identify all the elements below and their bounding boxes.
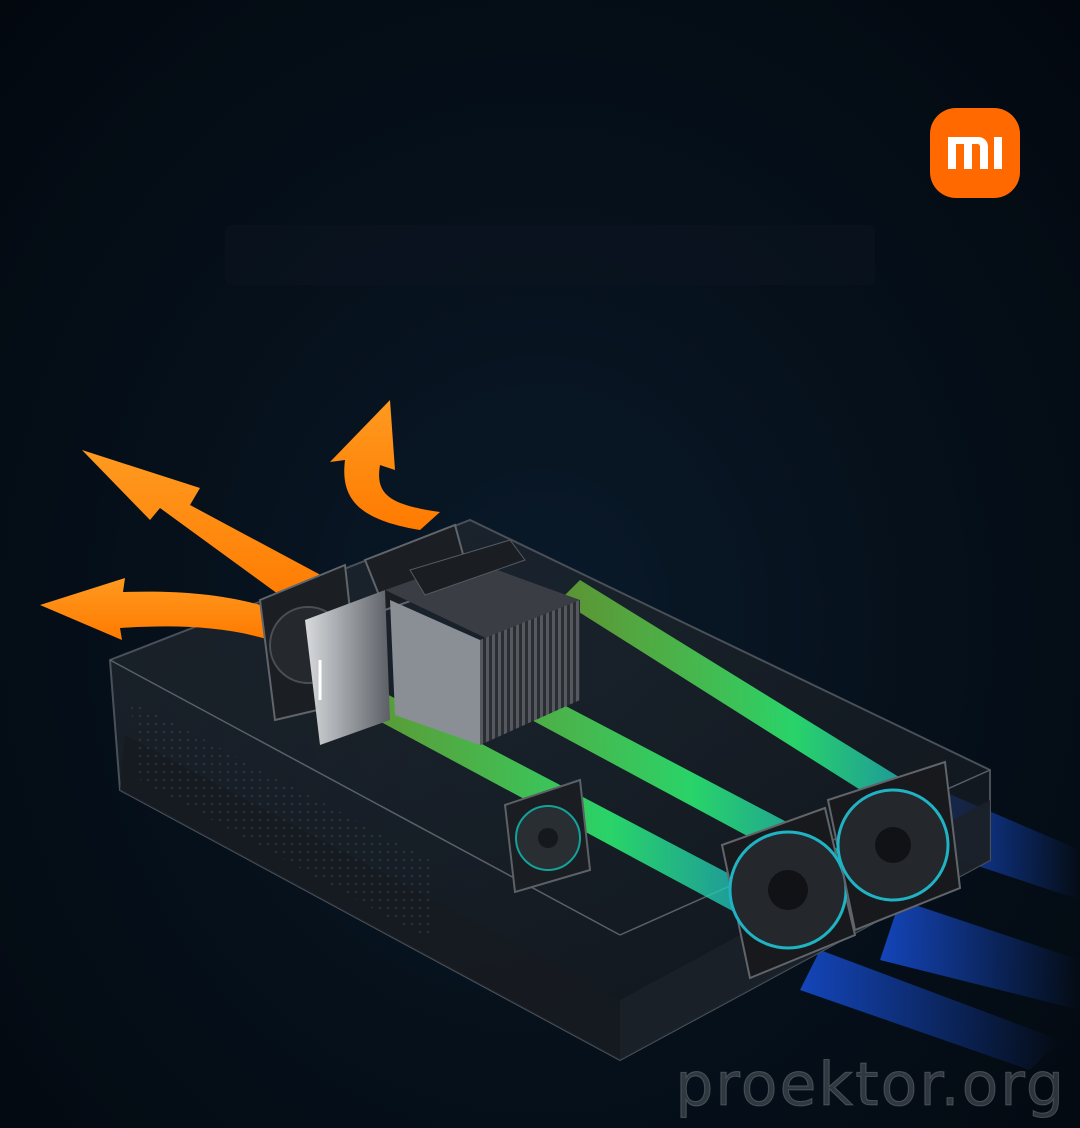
front-fan-right: [826, 760, 962, 932]
xiaomi-logo: [930, 108, 1020, 198]
exhaust-arrow-left-lower: [40, 578, 290, 640]
ghost-heading-band: [225, 225, 875, 285]
watermark-text: proektor.org: [675, 1050, 1066, 1121]
light-engine-module: [305, 539, 580, 745]
front-fan-left: [720, 806, 857, 980]
exhaust-arrow-left-upper: [82, 450, 330, 610]
exhaust-arrow-up: [330, 400, 440, 530]
mi-logo-icon: [948, 137, 1002, 169]
exhaust-arrows: [40, 400, 440, 640]
center-fan: [503, 778, 592, 894]
